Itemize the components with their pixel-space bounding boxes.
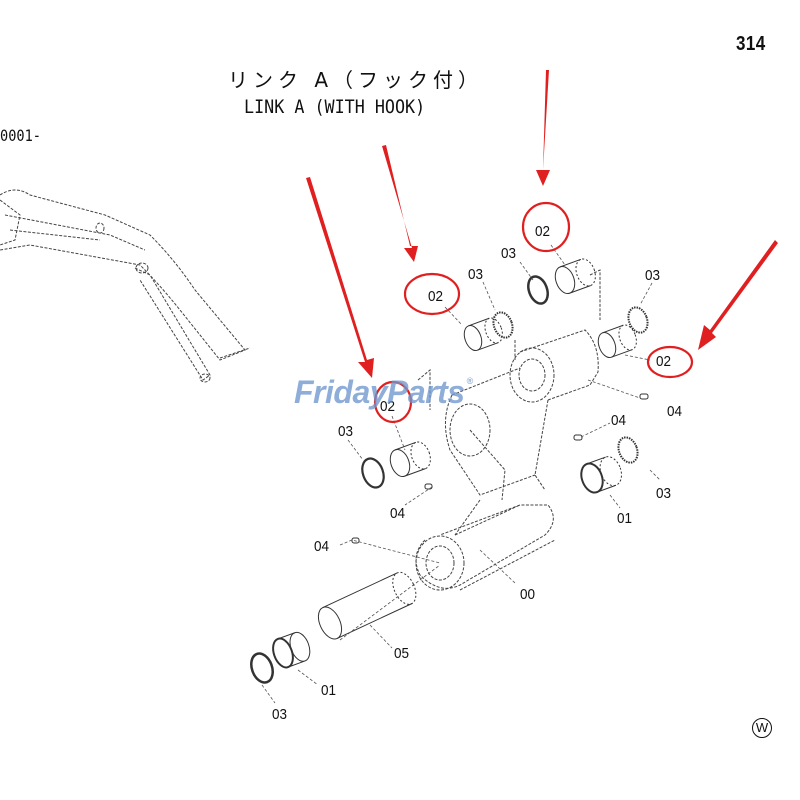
part-label-02: 02 xyxy=(656,353,672,370)
part-label-04: 04 xyxy=(667,403,683,420)
excavator-boom-outline xyxy=(0,189,251,383)
link-body xyxy=(415,269,601,591)
part-label-02: 02 xyxy=(428,288,444,305)
red-arrow-3 xyxy=(306,177,374,378)
part-label-05: 05 xyxy=(394,645,410,662)
watermark-text: FridayParts xyxy=(294,374,465,410)
part-label-03: 03 xyxy=(468,266,484,283)
part-label-03: 03 xyxy=(272,706,288,723)
red-arrow-2 xyxy=(536,70,550,186)
part-label-03: 03 xyxy=(338,423,354,440)
red-arrow-4 xyxy=(698,240,778,350)
leader-lines xyxy=(261,244,661,704)
highlight-circle-02-d xyxy=(373,380,413,424)
page-number: 314 xyxy=(736,33,766,55)
part-label-02: 02 xyxy=(380,398,396,415)
highlight-circle-02-b xyxy=(521,201,571,253)
bushings xyxy=(250,258,649,684)
part-label-04: 04 xyxy=(314,538,330,555)
highlight-circle-02-c xyxy=(646,345,694,379)
part-label-03: 03 xyxy=(656,485,672,502)
part-label-01: 01 xyxy=(617,510,633,527)
highlight-circle-02-a xyxy=(403,272,461,316)
part-label-02: 02 xyxy=(535,223,551,240)
red-arrow-1 xyxy=(382,145,418,262)
registered-mark: ® xyxy=(466,376,474,386)
part-label-04: 04 xyxy=(611,412,627,429)
red-annotations xyxy=(306,70,778,424)
serial-number-fragment: 0001- xyxy=(0,126,41,145)
title-english: LINK A (WITH HOOK) xyxy=(244,96,426,118)
part-label-01: 01 xyxy=(321,682,337,699)
grease-fittings xyxy=(351,393,649,544)
part-label-03: 03 xyxy=(501,245,517,262)
region-mark-w: W xyxy=(752,718,772,738)
part-label-03: 03 xyxy=(645,267,661,284)
part-label-00: 00 xyxy=(520,586,536,603)
part-label-04: 04 xyxy=(390,505,406,522)
title-japanese: リンク A（フック付） xyxy=(228,68,484,92)
watermark-logo: FridayParts® xyxy=(294,374,473,411)
